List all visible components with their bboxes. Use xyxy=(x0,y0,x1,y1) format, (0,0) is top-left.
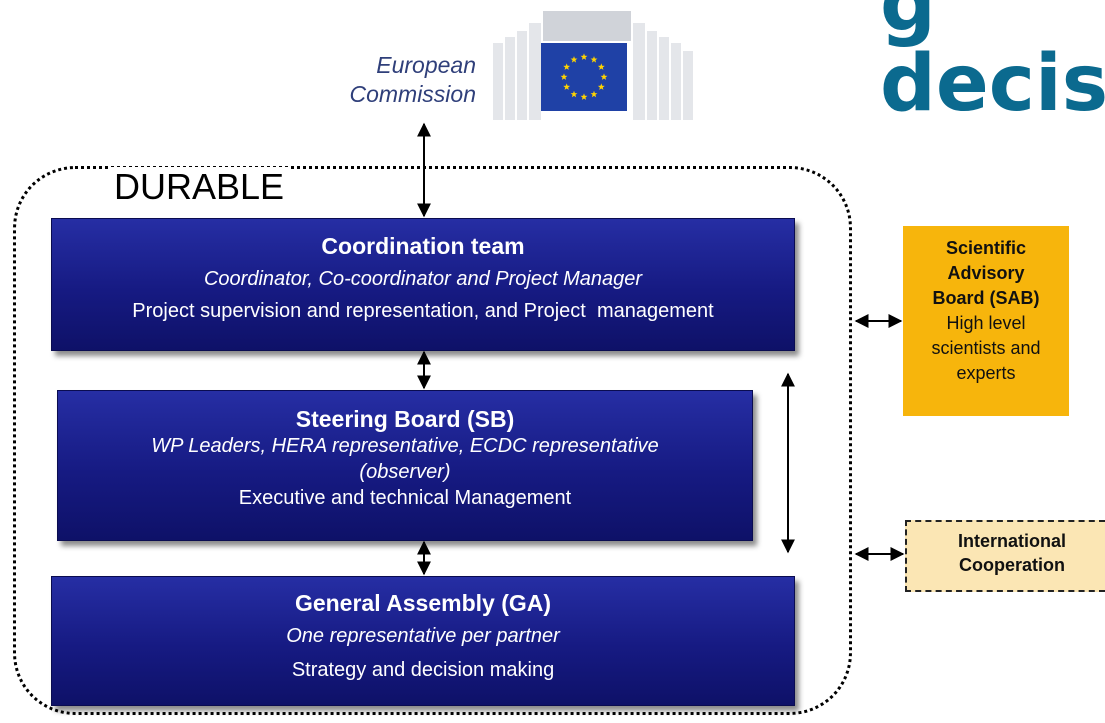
eu-star-icon xyxy=(590,56,598,63)
coordination-team-title: Coordination team xyxy=(321,233,525,259)
eu-star-icon xyxy=(570,90,578,98)
coordination-team-members: Coordinator, Co-coordinator and Project … xyxy=(203,268,643,290)
international-cooperation-box: International Cooperation xyxy=(905,520,1105,592)
eu-star-icon xyxy=(597,63,605,70)
ec-text-line-1: European xyxy=(376,52,476,78)
sab-desc-line-2: scientists and xyxy=(931,338,1041,358)
durable-project-frame xyxy=(13,166,852,715)
scientific-advisory-board-box: Scientific Advisory Board (SAB) High lev… xyxy=(903,226,1069,416)
coordination-team-box: Coordination team Coordinator, Co-coordi… xyxy=(51,218,795,351)
eu-flag-icon xyxy=(541,43,627,111)
ic-line-2: Cooperation xyxy=(959,555,1065,575)
general-assembly-title: General Assembly (GA) xyxy=(294,590,552,616)
frame-label: DURABLE xyxy=(108,167,291,207)
eu-star-icon xyxy=(563,83,571,90)
coordination-team-role: Project supervision and representation, … xyxy=(132,300,714,322)
european-commission-building-logo xyxy=(493,11,693,120)
eu-star-icon xyxy=(580,53,588,60)
eu-star-icon xyxy=(563,63,571,70)
sab-title-line-1: Scientific xyxy=(945,238,1027,258)
eu-star-icon xyxy=(590,90,598,98)
eu-star-icon xyxy=(570,56,578,63)
headline-fragment: g decisi xyxy=(880,0,1105,129)
european-commission-text: European Commission xyxy=(300,51,476,109)
steering-board-box: Steering Board (SB) WP Leaders, HERA rep… xyxy=(57,390,753,541)
eu-star-icon xyxy=(597,83,605,90)
general-assembly-role: Strategy and decision making xyxy=(291,659,555,681)
steering-board-members-line-1: WP Leaders, HERA representative, ECDC re… xyxy=(151,435,659,457)
sab-title-line-3: Board (SAB) xyxy=(932,288,1040,308)
sab-title-line-2: Advisory xyxy=(947,263,1025,283)
eu-star-icon xyxy=(600,73,608,80)
ic-line-1: International xyxy=(957,531,1066,551)
steering-board-title: Steering Board (SB) xyxy=(295,406,515,432)
eu-star-icon xyxy=(580,93,588,100)
steering-board-role: Executive and technical Management xyxy=(238,487,572,509)
steering-board-members-line-2: (observer) xyxy=(359,461,451,483)
sab-desc-line-3: experts xyxy=(956,363,1016,383)
eu-stars-icon xyxy=(560,53,608,100)
sab-desc-line-1: High level xyxy=(946,313,1026,333)
ec-text-line-2: Commission xyxy=(349,81,476,107)
general-assembly-box: General Assembly (GA) One representative… xyxy=(51,576,795,706)
eu-star-icon xyxy=(560,73,568,80)
general-assembly-members: One representative per partner xyxy=(286,625,560,647)
